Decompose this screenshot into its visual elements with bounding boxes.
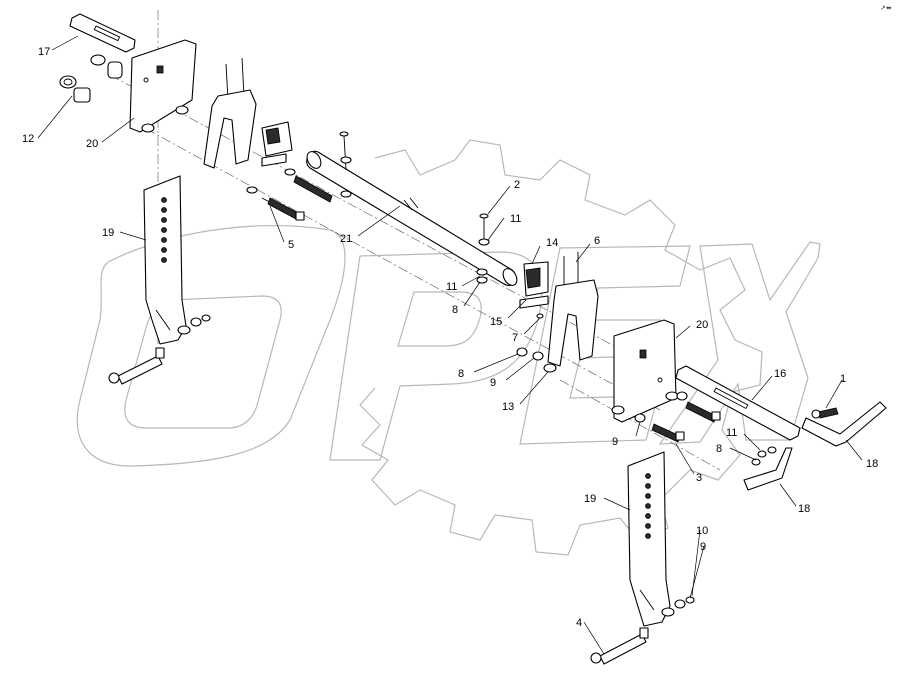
clamp-bracket-lower (516, 252, 599, 373)
part-8-11-small-hardware (751, 446, 777, 466)
slot-holes-left (161, 197, 167, 263)
watermark-letter-x (658, 241, 821, 445)
part-18-handle-right (801, 401, 887, 447)
label-12: 12 (22, 133, 34, 145)
part-16-strap (675, 365, 801, 441)
watermark-letter-o (76, 225, 346, 467)
right-plate-bolts (634, 391, 721, 443)
label-9-lower: 9 (700, 541, 706, 553)
label-19-right: 19 (584, 493, 596, 505)
label-10: 10 (696, 525, 708, 537)
label-20-right: 20 (696, 319, 708, 331)
callout-labels: 17 12 20 19 5 21 2 11 14 6 11 8 15 7 20 … (22, 46, 878, 629)
label-18-lower: 18 (798, 503, 810, 515)
label-9-mid: 9 (490, 377, 496, 389)
watermark-letter-p (329, 251, 543, 461)
label-6: 6 (594, 235, 600, 247)
part-1-bolt (811, 407, 839, 419)
label-8-right: 8 (716, 443, 722, 455)
part-21-shaft (306, 150, 518, 286)
corner-mark: ↗⬌ (880, 5, 892, 12)
clamp-bracket-upper (203, 57, 293, 169)
slot-holes-right (645, 473, 651, 539)
part-20-right-mounting-plate (611, 319, 679, 423)
label-21: 21 (340, 233, 352, 245)
label-19-left: 19 (102, 227, 114, 239)
label-9-right: 9 (612, 436, 618, 448)
label-2: 2 (514, 179, 520, 191)
part-18-handle-lower (743, 447, 793, 491)
leader-lines (37, 35, 863, 655)
label-18-right: 18 (866, 458, 878, 470)
label-4: 4 (576, 617, 582, 629)
part-19-left-adjustment-bracket (108, 175, 211, 385)
part-17-slotted-strap (69, 13, 136, 53)
part-19-right-adjustment-bracket (590, 451, 695, 665)
label-11-mid: 11 (446, 281, 457, 293)
label-7: 7 (512, 332, 518, 344)
label-3: 3 (696, 472, 702, 484)
watermark-gear (359, 139, 763, 556)
label-5: 5 (288, 239, 294, 251)
label-8-mid: 8 (458, 368, 464, 380)
part-12-bushing-set (59, 54, 123, 103)
label-14: 14 (546, 237, 558, 249)
shaft-bolts (246, 131, 490, 284)
label-13: 13 (502, 401, 514, 413)
label-11-upper: 11 (510, 213, 521, 225)
label-15: 15 (490, 316, 502, 328)
label-17: 17 (38, 46, 50, 58)
label-20-left: 20 (86, 138, 98, 150)
part-20-left-mounting-plate (129, 39, 197, 133)
label-11-right: 11 (726, 427, 737, 439)
label-1: 1 (840, 373, 846, 385)
label-16: 16 (774, 368, 786, 380)
watermark-logo (76, 139, 821, 556)
label-8-upper: 8 (452, 304, 458, 316)
